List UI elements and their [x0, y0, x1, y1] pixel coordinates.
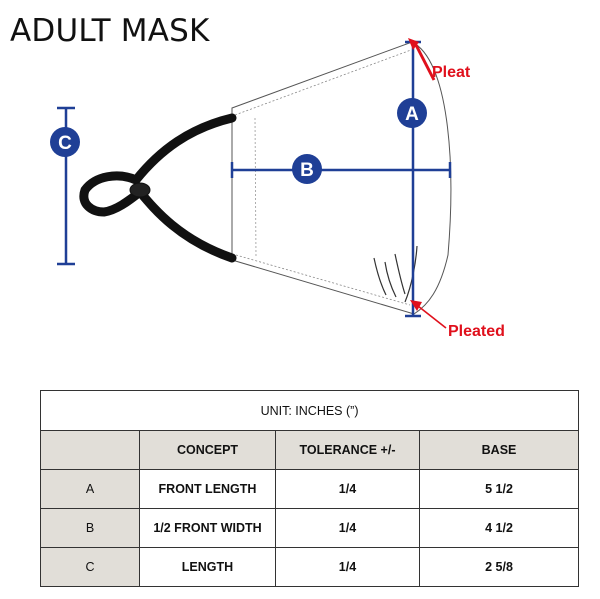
- base-cell: 4 1/2: [418, 508, 580, 548]
- marker-b-label: B: [300, 160, 314, 181]
- pleat-label: Pleat: [432, 64, 471, 81]
- pleat-crease: [384, 261, 397, 298]
- pleat-crease: [373, 257, 387, 296]
- top-seam-line: [234, 49, 412, 116]
- tolerance-cell: 1/4: [275, 547, 420, 587]
- base-cell: 2 5/8: [418, 547, 580, 587]
- concept-cell: FRONT LENGTH: [139, 469, 276, 509]
- mask-diagram: C A B Pleat Pleated: [50, 38, 505, 340]
- table-row-a: A FRONT LENGTH 1/4 5 1/2: [40, 469, 580, 509]
- cord-stopper: [129, 182, 151, 198]
- header-blank: [40, 430, 140, 470]
- header-base: BASE: [418, 430, 580, 470]
- tolerance-cell: 1/4: [275, 508, 420, 548]
- page-title: ADULT MASK: [10, 13, 210, 49]
- concept-cell: 1/2 FRONT WIDTH: [139, 508, 276, 548]
- concept-cell: LENGTH: [139, 547, 276, 587]
- ear-loop-band: [79, 113, 237, 263]
- unit-label: UNIT: INCHES (”): [39, 390, 580, 431]
- measurement-b: B: [230, 154, 452, 184]
- pleat-crease: [394, 253, 406, 295]
- pleat-callout: Pleat: [408, 38, 471, 81]
- size-spec-table: UNIT: INCHES (”) CONCEPT TOLERANCE +/- B…: [39, 390, 580, 587]
- tolerance-cell: 1/4: [275, 469, 420, 509]
- marker-c-label: C: [58, 133, 72, 154]
- row-key: C: [40, 547, 140, 587]
- measurement-c: C: [50, 106, 80, 266]
- base-cell: 5 1/2: [418, 469, 580, 509]
- pleated-callout: Pleated: [410, 300, 505, 340]
- row-key: B: [40, 508, 140, 548]
- table-row-b: B 1/2 FRONT WIDTH 1/4 4 1/2: [40, 508, 580, 548]
- header-row: CONCEPT TOLERANCE +/- BASE: [40, 430, 580, 470]
- marker-a-label: A: [405, 104, 419, 125]
- mask-outline: [231, 41, 452, 315]
- side-seam-line: [254, 117, 257, 259]
- row-key: A: [40, 469, 140, 509]
- header-concept: CONCEPT: [139, 430, 276, 470]
- measurement-a: A: [397, 40, 427, 318]
- table-row-c: C LENGTH 1/4 2 5/8: [40, 547, 580, 587]
- unit-row: UNIT: INCHES (”): [39, 390, 580, 431]
- header-tolerance: TOLERANCE +/-: [275, 430, 420, 470]
- pleated-label: Pleated: [448, 323, 505, 340]
